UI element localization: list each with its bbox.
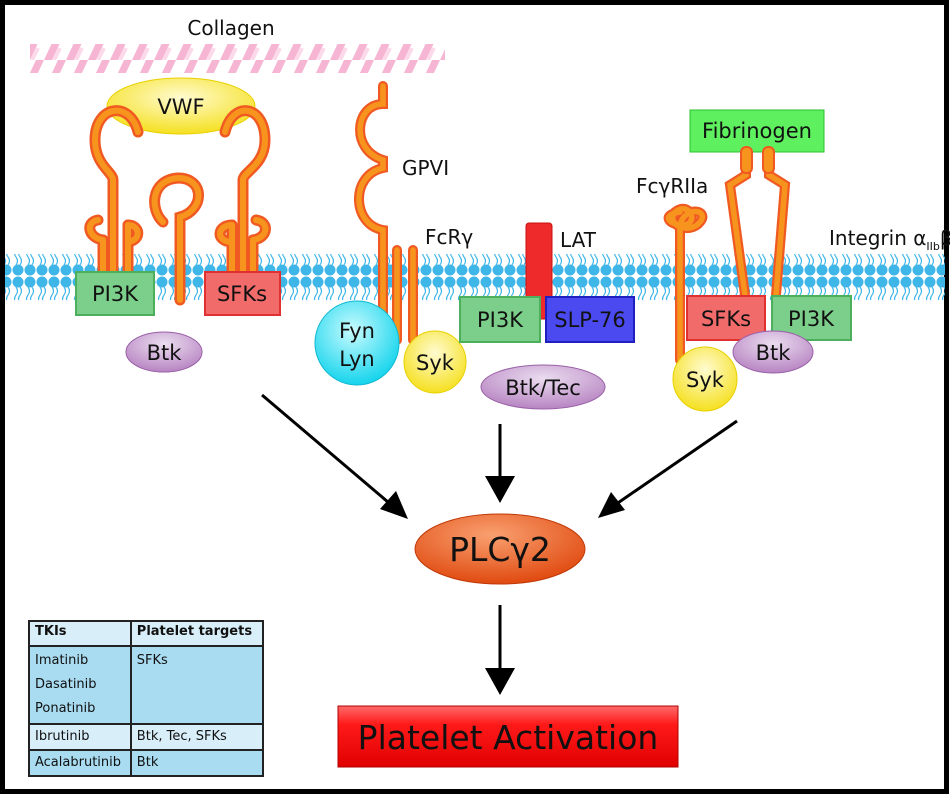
target-cell: Btk, Tec, SFKs: [129, 723, 265, 751]
pi3k-box-middle: [459, 296, 541, 343]
lyn-label: Lyn: [339, 347, 375, 371]
pi3k-box-left: [75, 271, 155, 316]
arrow-right: [611, 419, 738, 509]
plc-gamma2-label: PLCγ2: [449, 530, 551, 569]
target-cell: SFKs: [129, 645, 265, 725]
sfks-box-right: [686, 295, 766, 341]
plc-gamma2-ellipse: [414, 513, 586, 585]
sfks-label-right: SFKs: [701, 307, 751, 331]
gpvi-receptor: [354, 81, 418, 345]
syk-circle-middle: [403, 330, 467, 394]
vwf-label: VWF: [157, 95, 204, 119]
btk-label-left: Btk: [147, 341, 183, 365]
btk-label-right: Btk: [756, 341, 792, 365]
fyn-lyn-circle: [314, 300, 400, 386]
collagen-helix: [30, 44, 445, 73]
fibrinogen-label: Fibrinogen: [702, 119, 812, 143]
syk-circle-right: [672, 346, 738, 412]
platelet-activation-label: Platelet Activation: [358, 718, 659, 757]
btk-tec-label: Btk/Tec: [505, 376, 581, 400]
sfks-label-left: SFKs: [217, 282, 267, 306]
gpvi-label: GPVI: [402, 156, 449, 180]
pi3k-label-right: PI3K: [788, 307, 835, 331]
fc-gamma-riia-label: FcγRIIa: [636, 174, 708, 198]
tki-name: Imatinib: [35, 653, 89, 668]
btk-ellipse-left: [125, 331, 203, 373]
lat-label: LAT: [560, 228, 597, 252]
syk-label-right: Syk: [686, 368, 725, 392]
fyn-label: Fyn: [339, 319, 375, 343]
pi3k-label-left: PI3K: [92, 282, 139, 306]
btk-tec-ellipse: [480, 364, 606, 410]
pi3k-label-middle: PI3K: [477, 308, 524, 332]
cell-membrane: [5, 254, 945, 300]
collagen-label: Collagen: [187, 16, 274, 40]
pi3k-box-right: [771, 295, 852, 341]
platelet-activation-box: [337, 705, 679, 768]
tki-name: Acalabrutinib: [28, 749, 132, 777]
syk-label-middle: Syk: [416, 351, 455, 375]
slp76-label: SLP-76: [554, 308, 626, 332]
sfks-box-left: [204, 271, 281, 316]
btk-ellipse-right: [732, 330, 814, 374]
tki-name: Ibrutinib: [28, 723, 132, 751]
fc-gamma-riia-receptor: [663, 203, 708, 365]
table-row: Ibrutinib Btk, Tec, SFKs: [28, 723, 265, 751]
slp76-box: [545, 296, 635, 343]
target-cell: Btk: [129, 749, 265, 777]
integrin-label: Integrin αIIbβ3: [829, 226, 950, 253]
table-header-row: TKIs Platelet targets: [28, 620, 265, 647]
fibrinogen-box: [689, 109, 825, 153]
table-header: TKIs: [28, 620, 132, 647]
table-header: Platelet targets: [129, 620, 265, 647]
vwf-ellipse: [106, 77, 256, 135]
arrow-left: [261, 393, 396, 510]
table-row: Acalabrutinib Btk: [28, 749, 265, 777]
tki-name: Dasatinib: [35, 677, 97, 692]
fcr-gamma-label: FcRγ: [425, 225, 473, 249]
tki-name: Ponatinib: [35, 701, 96, 716]
